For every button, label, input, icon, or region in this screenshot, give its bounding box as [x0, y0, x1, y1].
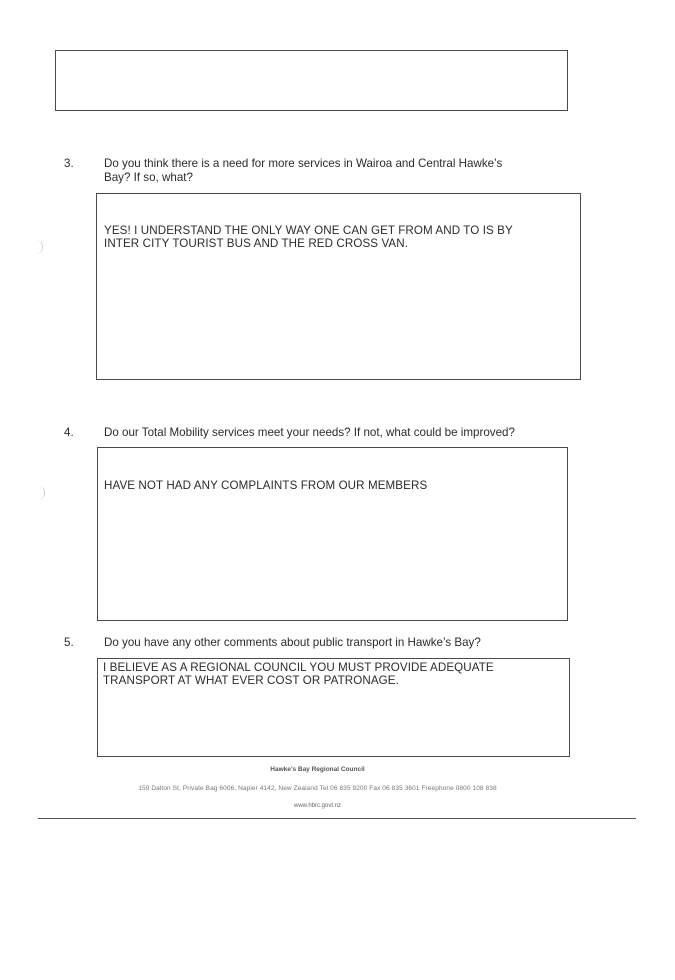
question-5-text: Do you have any other comments about pub… — [104, 636, 481, 649]
question-3-answer-box — [96, 193, 581, 380]
previous-answer-box — [55, 50, 568, 111]
footer-website: www.hbrc.govt.nz — [293, 803, 342, 809]
question-3-text: Do you think there is a need for more se… — [104, 157, 564, 185]
question-3-text-line2: Bay? If so, what? — [104, 171, 193, 184]
question-3-number: 3. — [64, 157, 74, 170]
footer-organisation-name: Hawke’s Bay Regional Council — [270, 766, 365, 773]
question-3-answer-line1: YES! I UNDERSTAND THE ONLY WAY ONE CAN G… — [104, 224, 513, 237]
question-5-answer-line2: TRANSPORT AT WHAT EVER COST OR PATRONAGE… — [103, 674, 399, 687]
question-3-answer: YES! I UNDERSTAND THE ONLY WAY ONE CAN G… — [104, 224, 574, 250]
question-5-answer-line1: I BELIEVE AS A REGIONAL COUNCIL YOU MUST… — [103, 661, 494, 674]
question-5-number: 5. — [64, 636, 74, 649]
footer-address: 159 Dalton St, Private Bag 6006, Napier … — [138, 785, 497, 792]
footer-divider — [38, 818, 636, 819]
question-4-answer: HAVE NOT HAD ANY COMPLAINTS FROM OUR MEM… — [104, 479, 428, 492]
question-4-text: Do our Total Mobility services meet your… — [104, 426, 515, 439]
question-4-number: 4. — [64, 426, 74, 439]
question-5-answer-box — [97, 658, 570, 757]
question-4-answer-box — [97, 447, 568, 621]
question-3-answer-line2: INTER CITY TOURIST BUS AND THE RED CROSS… — [104, 237, 409, 250]
hole-punch-mark — [36, 240, 43, 254]
question-3-text-line1: Do you think there is a need for more se… — [104, 157, 503, 170]
hole-punch-mark — [38, 486, 45, 500]
question-5-answer: I BELIEVE AS A REGIONAL COUNCIL YOU MUST… — [103, 661, 568, 687]
